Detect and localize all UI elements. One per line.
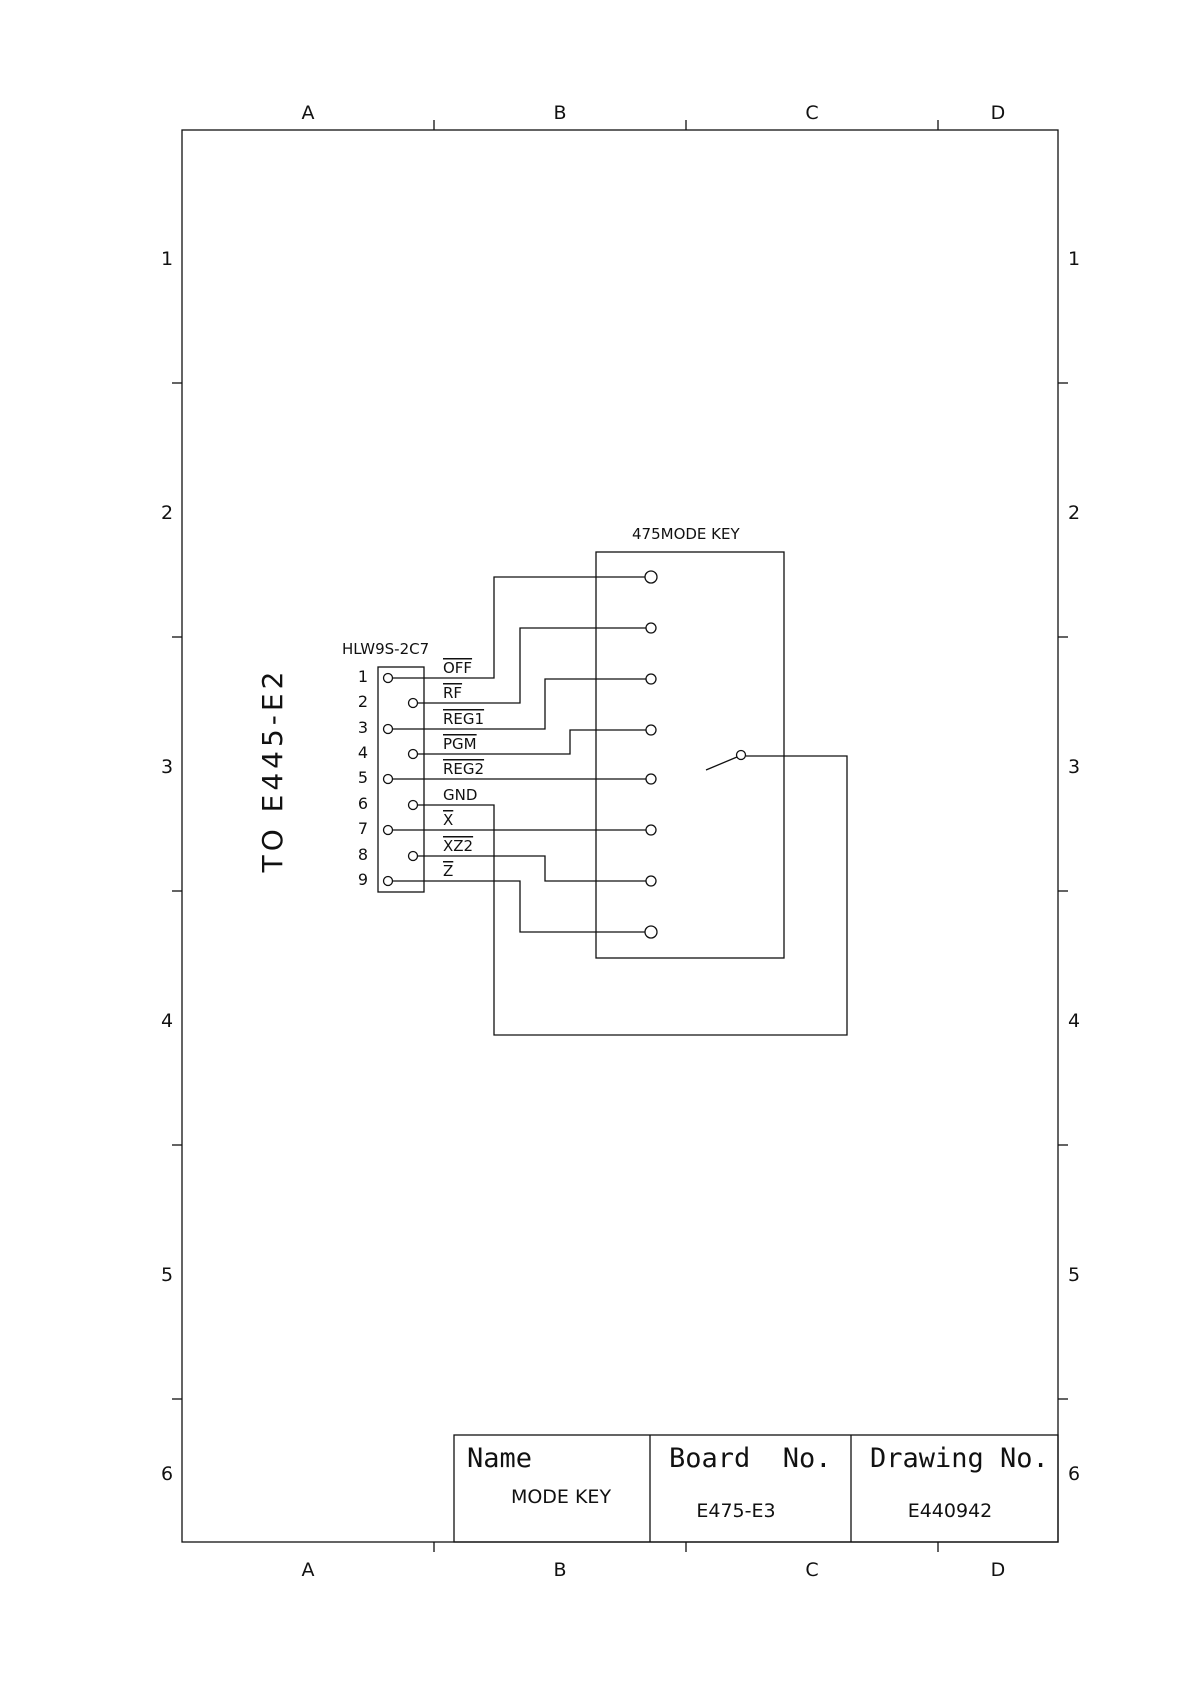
row-label-1-left: 1 bbox=[161, 248, 173, 270]
switch-contact-6 bbox=[646, 825, 656, 835]
pin-number-5: 5 bbox=[358, 768, 368, 787]
mode-key-box bbox=[596, 552, 784, 958]
column-label-d-top: D bbox=[991, 102, 1006, 124]
title-block-drawing-value: E440942 bbox=[908, 1500, 993, 1522]
wire-gnd bbox=[417, 756, 847, 1035]
row-label-6-left: 6 bbox=[161, 1463, 173, 1485]
connector-pin-7 bbox=[384, 826, 393, 835]
row-label-4-right: 4 bbox=[1068, 1010, 1080, 1032]
pin-number-7: 7 bbox=[358, 819, 368, 838]
pin-number-4: 4 bbox=[358, 743, 368, 762]
switch-common-contact bbox=[737, 751, 746, 760]
column-labels-bottom: A B C D bbox=[302, 1559, 1006, 1581]
signal-pgm: PGM bbox=[443, 735, 477, 753]
connector-pin-8 bbox=[409, 852, 418, 861]
title-block-name-value: MODE KEY bbox=[511, 1486, 611, 1508]
connector-part-label: HLW9S-2C7 bbox=[342, 640, 429, 658]
signal-labels: OFF RF REG1 PGM REG2 GND X XZ2 Z bbox=[443, 659, 484, 880]
switch-contact-5 bbox=[646, 774, 656, 784]
connector-pin-1 bbox=[384, 674, 393, 683]
row-label-5-right: 5 bbox=[1068, 1264, 1080, 1286]
switch-contact-1 bbox=[645, 571, 657, 583]
column-labels-top: A B C D bbox=[302, 102, 1006, 124]
pin-number-8: 8 bbox=[358, 845, 368, 864]
signal-gnd: GND bbox=[443, 786, 477, 804]
wire-z bbox=[392, 881, 646, 932]
signal-reg1: REG1 bbox=[443, 710, 484, 728]
row-label-2-right: 2 bbox=[1068, 502, 1080, 524]
destination-label: TO E445-E2 bbox=[256, 668, 289, 874]
row-label-1-right: 1 bbox=[1068, 248, 1080, 270]
title-block: Name MODE KEY Board No. E475-E3 Drawing … bbox=[454, 1435, 1058, 1542]
signal-reg2: REG2 bbox=[443, 760, 484, 778]
title-block-board-value: E475-E3 bbox=[696, 1500, 775, 1522]
connector-pin-5 bbox=[384, 775, 393, 784]
connector-pin-6 bbox=[409, 801, 418, 810]
switch-contact-7 bbox=[646, 876, 656, 886]
column-label-b-top: B bbox=[553, 102, 566, 124]
row-labels-left: 1 2 3 4 5 6 bbox=[161, 248, 173, 1485]
signal-x: X bbox=[443, 811, 453, 829]
switch-contact-2 bbox=[646, 623, 656, 633]
pin-number-3: 3 bbox=[358, 718, 368, 737]
drawing-frame bbox=[182, 130, 1058, 1542]
switch-contacts bbox=[645, 571, 657, 938]
title-block-name-label: Name bbox=[467, 1443, 532, 1474]
signal-off: OFF bbox=[443, 659, 472, 677]
column-label-d-bottom: D bbox=[991, 1559, 1006, 1581]
wires bbox=[392, 577, 847, 1035]
column-label-c-top: C bbox=[805, 102, 818, 124]
switch-contact-3 bbox=[646, 674, 656, 684]
column-label-c-bottom: C bbox=[805, 1559, 818, 1581]
title-block-board-label: Board No. bbox=[669, 1443, 832, 1474]
row-label-3-right: 3 bbox=[1068, 756, 1080, 778]
column-ticks bbox=[434, 120, 938, 1552]
title-block-drawing-label: Drawing No. bbox=[870, 1443, 1049, 1474]
column-label-a-top: A bbox=[302, 102, 315, 124]
row-labels-right: 1 2 3 4 5 6 bbox=[1068, 248, 1080, 1485]
switch-wiper bbox=[706, 757, 737, 770]
switch-contact-8 bbox=[645, 926, 657, 938]
connector-pin-numbers: 1 2 3 4 5 6 7 8 9 bbox=[358, 667, 368, 889]
row-label-4-left: 4 bbox=[161, 1010, 173, 1032]
row-label-2-left: 2 bbox=[161, 502, 173, 524]
pin-number-9: 9 bbox=[358, 870, 368, 889]
connector-pin-9 bbox=[384, 877, 393, 886]
connector-pin-4 bbox=[409, 750, 418, 759]
signal-rf: RF bbox=[443, 684, 462, 702]
signal-z: Z bbox=[443, 862, 453, 880]
pin-number-2: 2 bbox=[358, 692, 368, 711]
column-label-b-bottom: B bbox=[553, 1559, 566, 1581]
row-label-3-left: 3 bbox=[161, 756, 173, 778]
switch-contact-4 bbox=[646, 725, 656, 735]
signal-xz2: XZ2 bbox=[443, 837, 473, 855]
row-label-6-right: 6 bbox=[1068, 1463, 1080, 1485]
pin-number-1: 1 bbox=[358, 667, 368, 686]
row-ticks bbox=[172, 383, 1068, 1399]
mode-key-title: 475MODE KEY bbox=[632, 525, 740, 543]
row-label-5-left: 5 bbox=[161, 1264, 173, 1286]
column-label-a-bottom: A bbox=[302, 1559, 315, 1581]
pin-number-6: 6 bbox=[358, 794, 368, 813]
connector-pin-3 bbox=[384, 725, 393, 734]
connector-pin-2 bbox=[409, 699, 418, 708]
